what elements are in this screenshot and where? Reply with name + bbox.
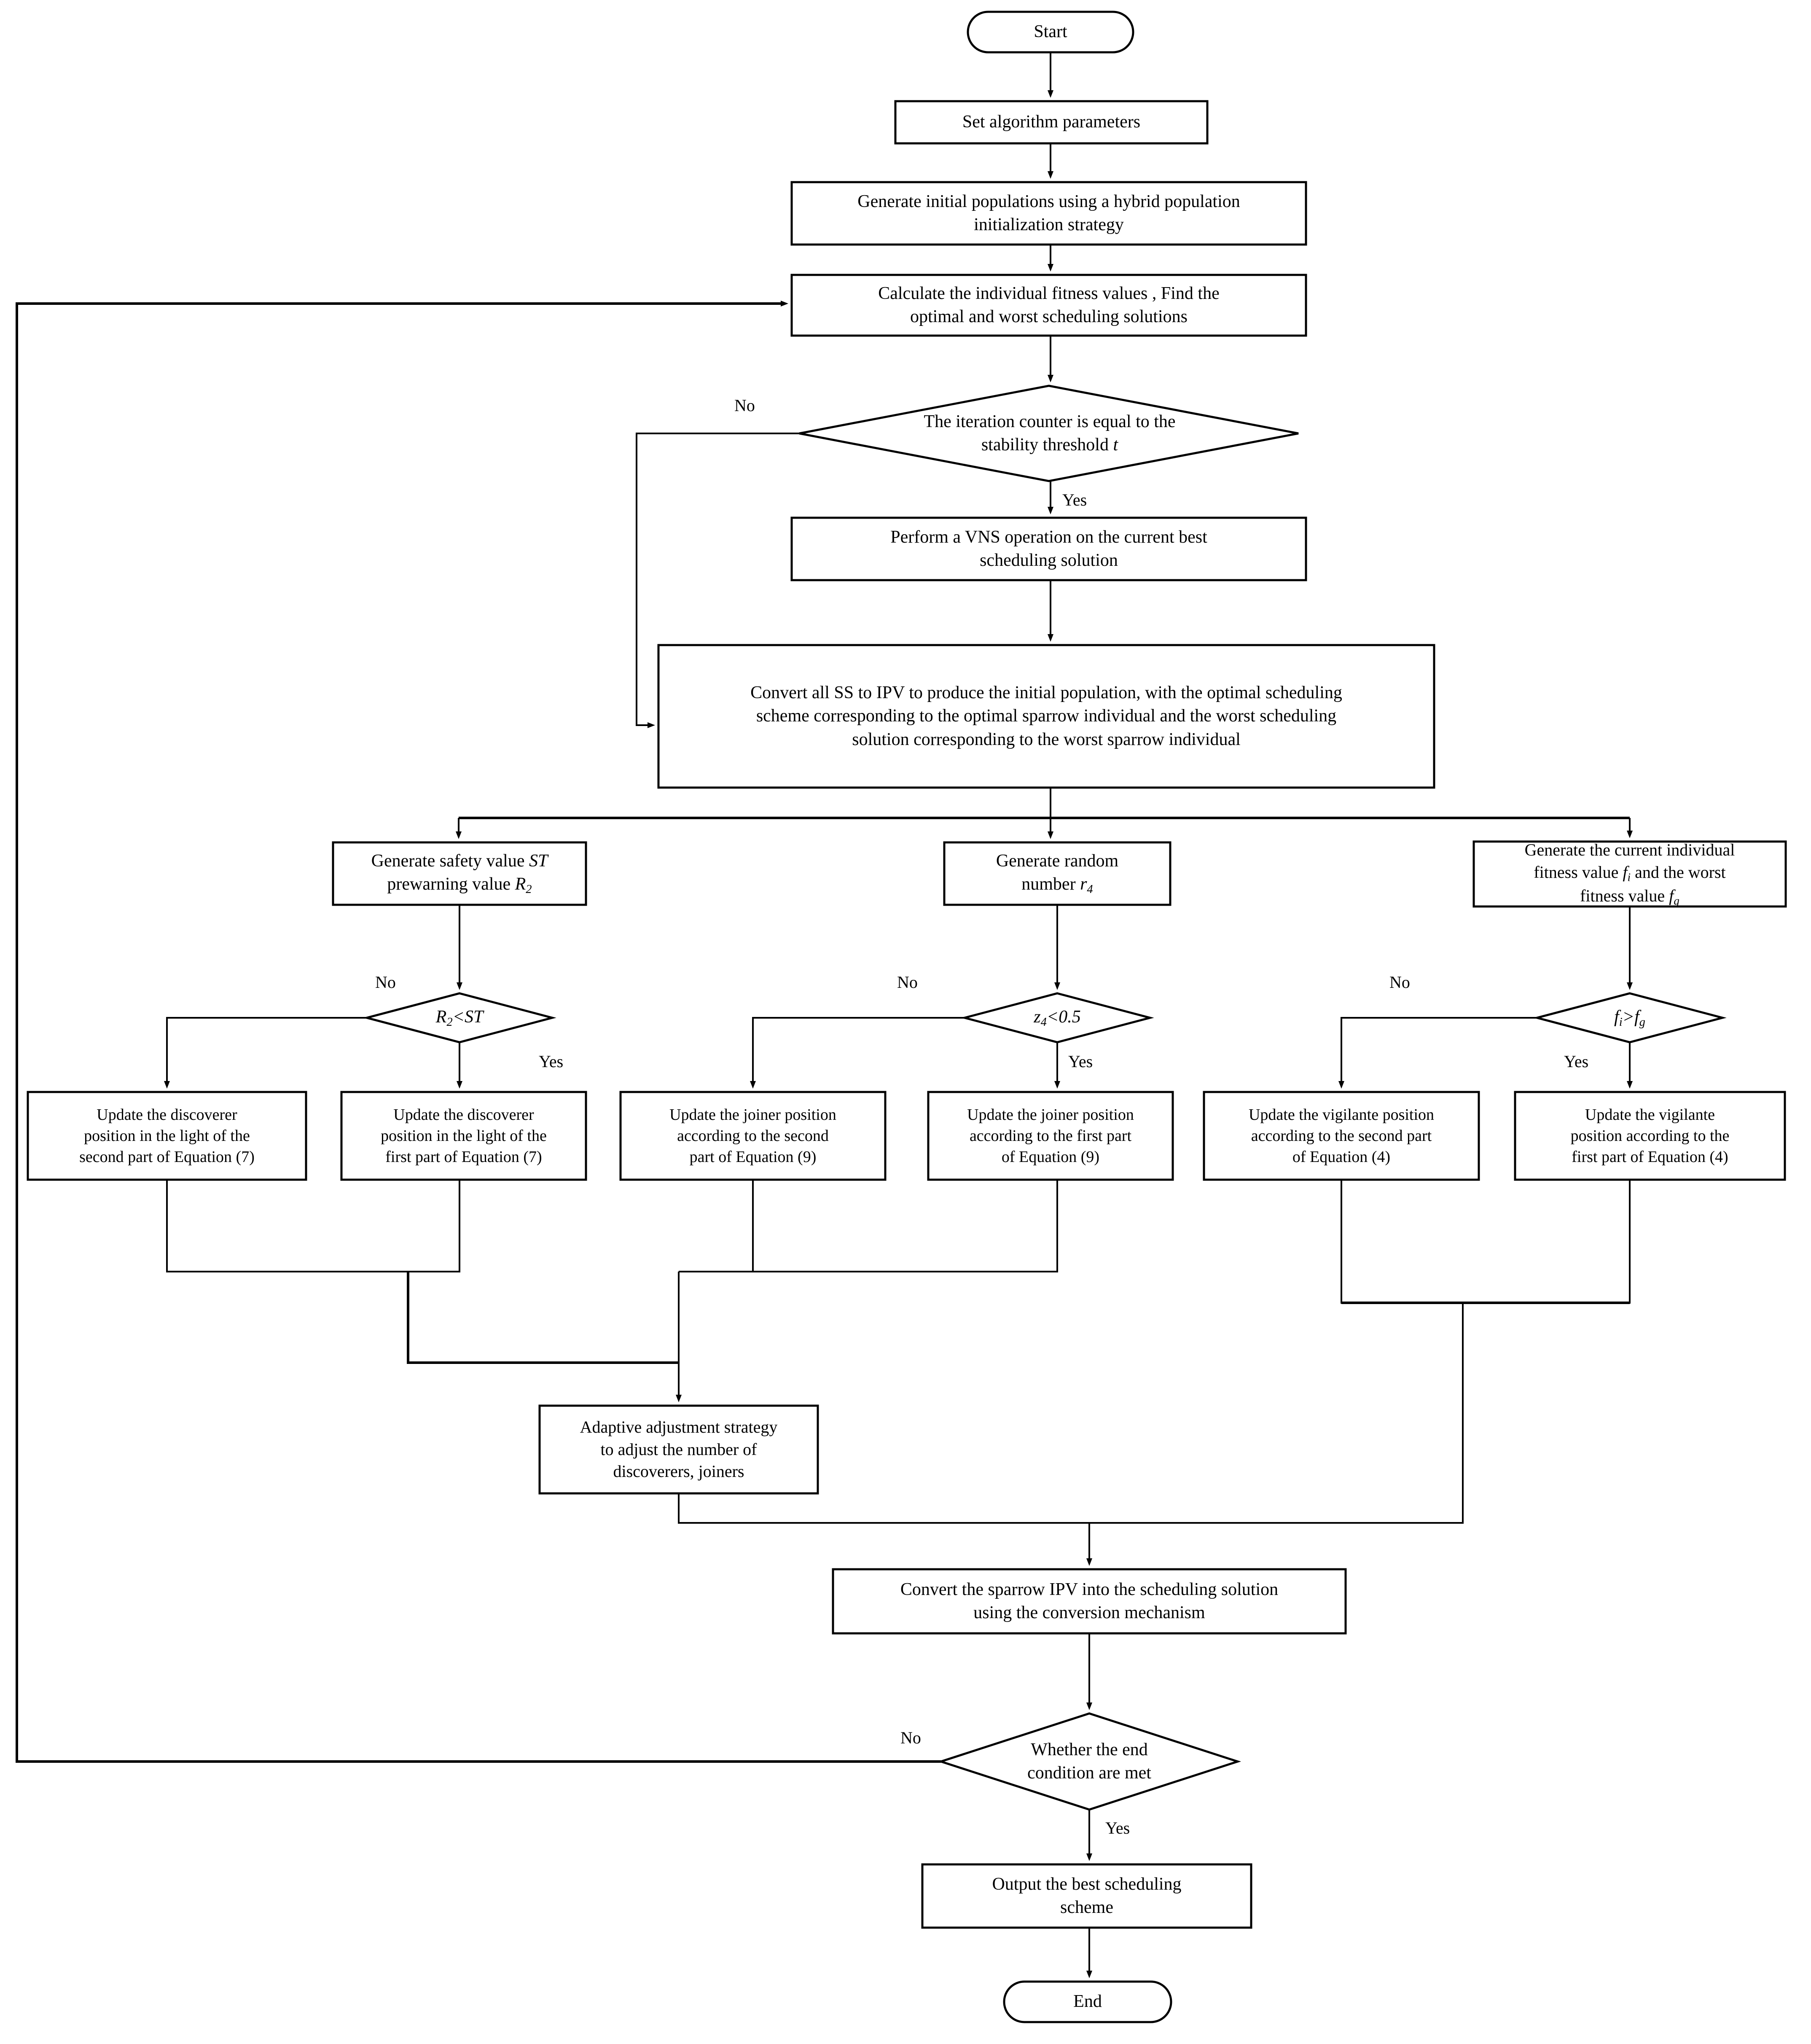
node-calc-fitness-label: Calculate the individual fitness values … (878, 283, 1220, 326)
node-convert-ipv-label: Convert the sparrow IPV into the schedul… (900, 1579, 1279, 1622)
node-iter-check-shape (799, 385, 1299, 482)
merge-vig-2 (1341, 1180, 1463, 1304)
merge-disc-1 (408, 1180, 460, 1272)
node-convert-ss-shape (657, 644, 1435, 789)
edge-label-fi-yes: Yes (1564, 1052, 1589, 1071)
node-calc-fitness-shape (790, 274, 1307, 337)
node-iter-check-label: The iteration counter is equal to the sta… (826, 405, 1273, 462)
node-dec-z4-label: z4<0.5 (1034, 1007, 1081, 1029)
edge-label-end-no: No (900, 1728, 921, 1747)
node-end-label: End (1073, 1992, 1102, 2012)
node-upd-vig-2-shape (1203, 1091, 1480, 1181)
node-gen-safety-shape (332, 841, 587, 906)
node-end-shape (1003, 1980, 1172, 2023)
edge-label-iter-no: No (734, 396, 755, 415)
edge-label-z4-no: No (897, 973, 918, 992)
edge-label-iter-yes: Yes (1062, 490, 1087, 509)
node-gen-init-pop-shape (790, 181, 1307, 246)
edge-label-fi-no: No (1389, 973, 1410, 992)
node-upd-vig-1-shape (1514, 1091, 1786, 1181)
edge-label-z4-yes: Yes (1068, 1052, 1093, 1071)
node-gen-init-pop-label: Generate initial populations using a hyb… (857, 191, 1240, 234)
merge-left-groups (407, 1272, 679, 1364)
iter-check-line-2: stability threshold t (981, 435, 1118, 455)
edge-label-r2-yes: Yes (539, 1052, 564, 1071)
edge-z4-no (750, 1017, 965, 1089)
node-adaptive-shape (538, 1404, 819, 1495)
merge-join-2 (679, 1180, 754, 1272)
edge-label-end-yes: Yes (1105, 1818, 1130, 1837)
edge-label-r2-no: No (375, 973, 396, 992)
edge-r2-no (164, 1017, 367, 1089)
node-convert-ipv-shape (832, 1568, 1347, 1635)
node-start-label: Start (1034, 22, 1067, 42)
node-upd-disc-2-shape (27, 1091, 307, 1181)
node-vns-op-label: Perform a VNS operation on the current b… (890, 527, 1207, 570)
merge-vig-down (1089, 1303, 1464, 1524)
node-dec-fi-fg-label: fi>fg (1614, 1007, 1645, 1029)
node-dec-r2-st-label: R2<ST (435, 1007, 484, 1029)
node-convert-ss-label: Convert all SS to IPV to produce the ini… (750, 683, 1342, 749)
merge-disc-2 (166, 1180, 408, 1272)
node-gen-fitness-shape (1472, 840, 1787, 908)
node-upd-join-1-shape (927, 1091, 1174, 1181)
edge-iter-no-to-convert-ss (636, 433, 799, 728)
node-set-params-label: Set algorithm parameters (962, 112, 1141, 132)
merge-join-1 (679, 1180, 1058, 1272)
symbol-t: t (1113, 435, 1118, 455)
node-upd-join-2-shape (619, 1091, 887, 1181)
edge-adaptive-down (678, 1493, 1089, 1524)
node-output-best-shape (921, 1863, 1252, 1929)
iter-check-line-1: The iteration counter is equal to the (924, 411, 1176, 431)
merge-vig-1 (1463, 1180, 1631, 1304)
node-gen-random-shape (943, 841, 1172, 906)
node-set-params-shape (894, 100, 1209, 145)
edge-end-no-feedback (16, 301, 941, 1763)
node-upd-disc-1-shape (340, 1091, 587, 1181)
node-vns-op-shape (790, 516, 1307, 581)
edge-fi-no (1338, 1017, 1537, 1089)
